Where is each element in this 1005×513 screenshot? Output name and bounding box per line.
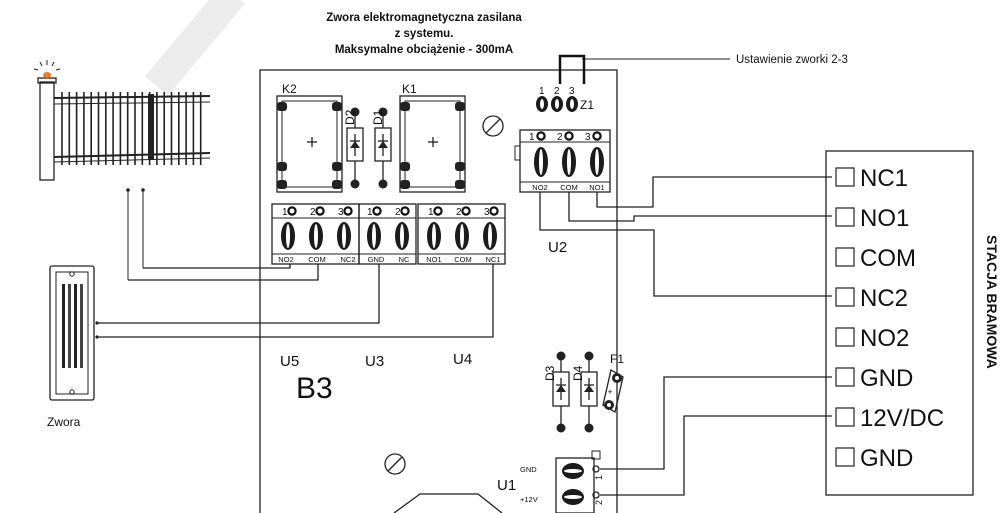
maglock-icon <box>49 265 95 401</box>
station-terminal-label: NO1 <box>860 205 909 232</box>
u3-num-2: 2 <box>395 207 401 218</box>
u5-label: U5 <box>280 353 299 370</box>
z1-pin-1: 1 <box>539 86 545 97</box>
relay-k1 <box>399 95 466 193</box>
station-terminal-label: GND <box>860 445 913 472</box>
relay-k2 <box>276 95 343 193</box>
u2-pin-no2: NO2 <box>532 183 547 192</box>
diode-d1-label: D1 <box>371 109 385 125</box>
station-terminal-box <box>835 167 855 187</box>
u3-pin-gnd: GND <box>368 255 385 264</box>
diode-d2 <box>346 107 364 189</box>
mount-hole-icon <box>482 115 504 137</box>
fuse-sign: + <box>607 387 612 397</box>
z1-pin-3: 3 <box>569 86 575 97</box>
u5-num-3: 3 <box>338 207 344 218</box>
gate-icon <box>33 60 211 181</box>
station-terminal-box <box>835 407 855 427</box>
wires <box>97 176 832 496</box>
station-terminal-box <box>835 247 855 267</box>
station-terminal-label: NC1 <box>860 165 908 192</box>
mount-hole-icon-2 <box>384 453 406 475</box>
header-line-2: z systemu. <box>395 28 454 40</box>
u3-pin-nc: NC <box>399 255 410 264</box>
u2-pin-no1: NO1 <box>589 183 604 192</box>
relay-k2-label: K2 <box>282 82 297 96</box>
u5-num-2: 2 <box>310 207 316 218</box>
fuse-f1-label: F1 <box>610 352 624 366</box>
station-terminal-label: COM <box>860 245 916 272</box>
jumper-cap <box>558 54 586 84</box>
u5-pin-no2: NO2 <box>278 255 293 264</box>
gate-lamp-icon <box>43 72 51 78</box>
u4-pin-no1: NO1 <box>426 255 441 264</box>
station-terminal-label: NC2 <box>860 285 908 312</box>
station-terminal-box <box>835 207 855 227</box>
diode-d3-label: D3 <box>543 365 557 381</box>
u5-pin-nc2: NC2 <box>340 255 355 264</box>
u4-num-1: 1 <box>428 207 434 218</box>
terminal-block-u1 <box>555 450 601 513</box>
board-outline <box>259 69 618 513</box>
u5-pin-com: COM <box>308 255 326 264</box>
board-bottom-shape <box>393 493 503 513</box>
relay-k1-label: K1 <box>402 82 417 96</box>
u1-gnd: GND <box>520 465 537 474</box>
jumper-note: Ustawienie zworki 2-3 <box>736 54 848 66</box>
u2-num-3: 3 <box>585 132 591 143</box>
u1-label: U1 <box>497 477 516 494</box>
board-name: B3 <box>296 372 333 405</box>
u1-num-2: 2 <box>594 500 604 505</box>
u2-num-1: 1 <box>529 132 535 143</box>
u4-label: U4 <box>453 351 472 368</box>
fuse-f1 <box>602 368 624 414</box>
maglock-label: Zwora <box>47 415 81 429</box>
station-terminal-box <box>835 287 855 307</box>
station-box <box>825 150 974 496</box>
u4-pin-com: COM <box>454 255 472 264</box>
station-terminal-label: GND <box>860 365 913 392</box>
u4-num-2: 2 <box>456 207 462 218</box>
diode-d2-label: D2 <box>343 109 357 125</box>
terminal-block-u5 <box>271 203 360 265</box>
diode-d1 <box>374 107 392 189</box>
station-title: STACJA BRAMOWA <box>984 235 1000 369</box>
u2-pin-com: COM <box>560 183 578 192</box>
u1-num-1: 1 <box>594 475 604 480</box>
station-terminal-box <box>835 327 855 347</box>
z1-pin-2: 2 <box>554 86 560 97</box>
station-terminal-label: 12V/DC <box>860 405 944 432</box>
diode-d3 <box>552 351 570 433</box>
header-line-1: Zwora elektromagnetyczna zasilana <box>326 12 522 24</box>
u3-num-1: 1 <box>367 207 373 218</box>
u3-label: U3 <box>365 353 384 370</box>
u5-num-1: 1 <box>282 207 288 218</box>
diode-d4 <box>580 351 598 433</box>
z1-label: Z1 <box>580 98 594 112</box>
u4-pin-nc1: NC1 <box>485 255 500 264</box>
jumper-z1 <box>536 54 586 112</box>
u2-label: U2 <box>548 239 567 256</box>
diode-d4-label: D4 <box>571 365 585 381</box>
terminal-block-u4 <box>417 203 506 265</box>
terminal-block-u3 <box>358 203 417 265</box>
station-terminal-box <box>835 447 855 467</box>
u2-num-2: 2 <box>557 132 563 143</box>
u1-12v: +12V <box>520 495 538 504</box>
u4-num-3: 3 <box>484 207 490 218</box>
terminal-block-u2 <box>514 129 611 193</box>
watermark <box>144 0 246 96</box>
station-terminal-label: NO2 <box>860 325 909 352</box>
station-terminal-box <box>835 367 855 387</box>
header-line-3: Maksymalne obciążenie - 300mA <box>335 44 513 56</box>
